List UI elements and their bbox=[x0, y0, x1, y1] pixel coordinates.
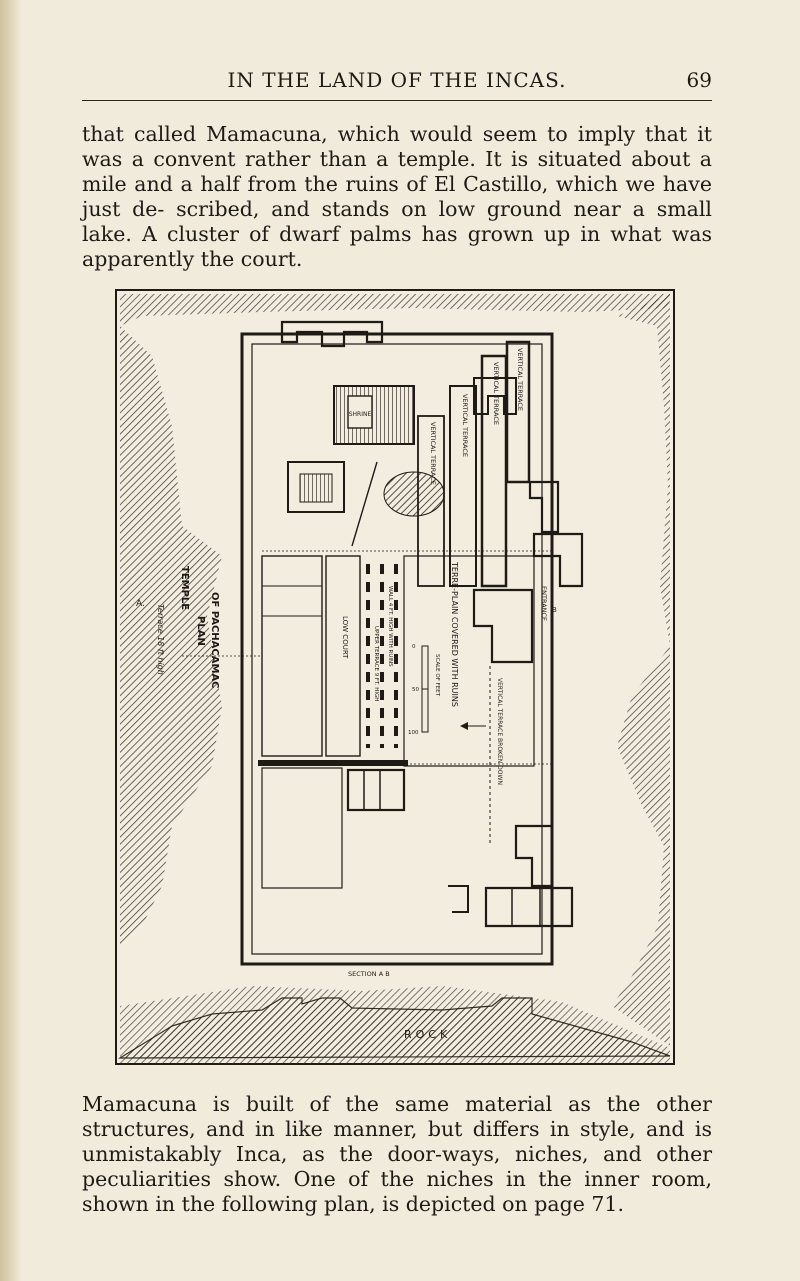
wall-ruins-label: WALL 4 FT. HIGH WITH RUINS bbox=[387, 586, 393, 667]
running-head: IN THE LAND OF THE INCAS. 69 bbox=[82, 68, 713, 98]
vertical-terrace-label-d: VERTICAL TERRACE bbox=[429, 422, 437, 485]
vertical-terrace-2 bbox=[449, 385, 477, 587]
central-mound bbox=[383, 471, 445, 517]
plan-of-pachacamac-figure: VERTICAL TERRACE VERTICAL TERRACE VERTIC… bbox=[115, 289, 675, 1065]
terrain-right bbox=[612, 294, 670, 1046]
scale-tick-100: 100 bbox=[408, 730, 419, 736]
terrace-height-label: Terrace 18 ft high bbox=[156, 604, 165, 675]
lower-gate bbox=[346, 768, 406, 812]
room-right-1 bbox=[528, 480, 560, 534]
scale-tick-0: 0 bbox=[412, 644, 416, 650]
page-edge-shadow bbox=[0, 0, 22, 1281]
low-court-label: LOW COURT bbox=[341, 616, 349, 659]
section-label: SECTION A B bbox=[348, 970, 390, 978]
vertical-terrace-4 bbox=[505, 340, 531, 484]
lower-court-left bbox=[261, 767, 343, 889]
terrain-left bbox=[120, 326, 222, 946]
terrain-top bbox=[120, 294, 670, 326]
small-room-bottom bbox=[448, 885, 469, 913]
terre-plain-label: TERRE-PLAIN COVERED WITH RUINS bbox=[450, 561, 459, 707]
temple-terrace bbox=[261, 555, 323, 757]
vertical-terrace-label-c: VERTICAL TERRACE bbox=[461, 394, 469, 457]
section-profile bbox=[117, 997, 671, 1059]
label-a: A. bbox=[136, 599, 145, 609]
vertical-terrace-label-a: VERTICAL TERRACE bbox=[516, 348, 524, 411]
vertical-terrace-broken-label: VERTICAL TERRACE BROKEN DOWN bbox=[496, 678, 503, 785]
label-b: B bbox=[552, 606, 557, 614]
shrine-label: SHRINE bbox=[349, 411, 372, 418]
terre-plain bbox=[403, 555, 535, 767]
arrow-head bbox=[460, 722, 468, 730]
inner-enclosure-wall bbox=[251, 343, 543, 955]
page-number: 69 bbox=[686, 68, 712, 92]
rock-label: ROCK bbox=[404, 1028, 451, 1041]
scale-label: SCALE OF FEET bbox=[434, 654, 440, 697]
entrance-label: ENTRANCE bbox=[540, 586, 548, 621]
shrine-room bbox=[347, 395, 373, 429]
plan-title-line-1: PLAN bbox=[195, 616, 206, 646]
shrine-block bbox=[333, 385, 415, 445]
room-right-2 bbox=[532, 532, 584, 588]
temple-label: TEMPLE bbox=[179, 566, 190, 610]
plan-title-line-2: OF PACHACAMAC bbox=[209, 592, 220, 689]
diagonal-wall bbox=[351, 461, 378, 547]
upper-terrace-label: UPPER TERRACE 9 FT. HIGH bbox=[373, 626, 379, 701]
pavilion bbox=[287, 461, 345, 513]
entrance-room bbox=[472, 588, 534, 664]
vertical-terrace-label-b: VERTICAL TERRACE bbox=[492, 362, 500, 425]
pavilion-core bbox=[299, 473, 333, 503]
room-lower-right-2 bbox=[484, 886, 574, 928]
upper-terrace-markers bbox=[366, 564, 398, 748]
room-lower-right-1 bbox=[514, 824, 554, 888]
low-court bbox=[325, 555, 361, 757]
scale-tick-50: 50 bbox=[412, 687, 419, 693]
paragraph-bottom: Mamacuna is built of the same material a… bbox=[82, 1092, 712, 1216]
top-gateway bbox=[280, 320, 384, 348]
heavy-wall bbox=[258, 760, 408, 766]
header-rule bbox=[82, 100, 712, 101]
paragraph-top: that called Mamacuna, which would seem t… bbox=[82, 122, 712, 271]
room-upper-right bbox=[473, 377, 517, 415]
running-head-title: IN THE LAND OF THE INCAS. bbox=[227, 68, 567, 92]
main-enclosure-wall bbox=[240, 332, 554, 966]
